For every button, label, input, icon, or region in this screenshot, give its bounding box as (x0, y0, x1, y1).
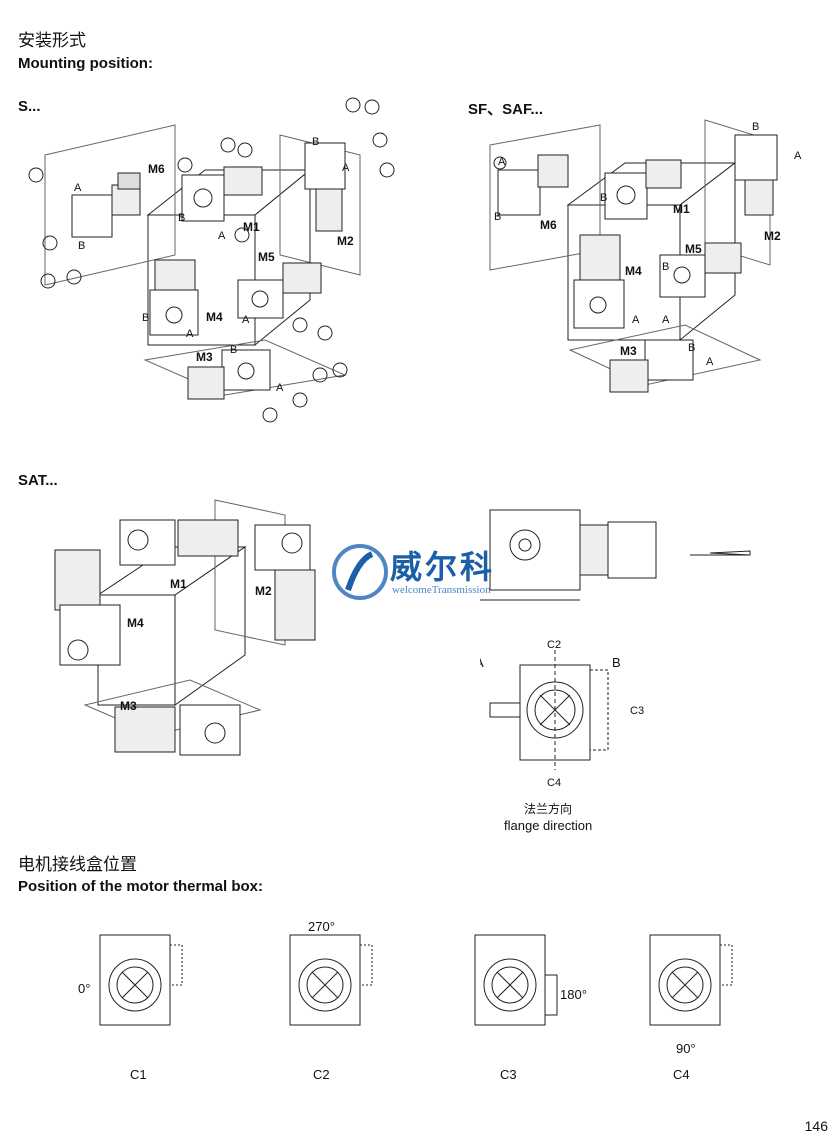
side-b: B (78, 240, 85, 252)
mounting-diagram-s: M6 M1 M2 M4 M5 M3 A B B A B A B A A B A (28, 97, 395, 423)
side-b: B (662, 261, 669, 273)
side-a: A (342, 162, 350, 174)
label-m5: M5 (258, 250, 275, 264)
thermal-label-c4: C4 (673, 1067, 690, 1082)
label-m4: M4 (625, 264, 642, 278)
page-title-cn: 安装形式 (18, 31, 86, 51)
mounting-diagram-sat: M1 M2 M3 M4 (54, 499, 316, 756)
mounting-diagram-sf: M6 M1 M2 M4 M5 M3 B A B B A A B A B A (489, 119, 802, 393)
label-m6: M6 (540, 218, 557, 232)
thermal-label-c2: C2 (313, 1067, 330, 1082)
section-label-s: S... (18, 98, 41, 115)
thermal-title-cn: 电机接线盒位置 (18, 855, 137, 875)
side-a: A (276, 382, 284, 394)
thermal-angle-c4: 90° (676, 1041, 696, 1056)
label-m5: M5 (685, 242, 702, 256)
side-a: A (794, 150, 802, 162)
side-b: B (494, 211, 501, 223)
side-b: B (142, 312, 149, 324)
label-m2: M2 (764, 229, 781, 243)
page-title-en: Mounting position: (18, 55, 153, 72)
side-a: A (662, 314, 670, 326)
flange-caption-en: flange direction (504, 818, 593, 833)
label-m2: M2 (337, 234, 354, 248)
side-a: A (632, 314, 640, 326)
flange-c2: C2 (547, 639, 561, 651)
brand-name-cn: 威尔科 (390, 548, 496, 586)
side-a: A (218, 230, 226, 242)
thermal-label-c3: C3 (500, 1067, 517, 1082)
thermal-angle-c1: 0° (78, 981, 90, 996)
side-b: B (178, 212, 185, 224)
label-m6: M6 (148, 162, 165, 176)
flange-caption-cn: 法兰方向 (524, 802, 573, 816)
section-label-sat: SAT... (18, 472, 58, 489)
label-m3: M3 (120, 699, 137, 713)
label-m3: M3 (196, 350, 213, 364)
label-m4: M4 (127, 616, 144, 630)
label-m2: M2 (255, 584, 272, 598)
thermal-angle-c3: 180° (560, 987, 587, 1002)
thermal-title-en: Position of the motor thermal box: (18, 878, 264, 895)
flange-diagram: A B C2 C1 C3 C4 (480, 509, 751, 789)
side-b: B (230, 344, 237, 356)
label-m4: M4 (206, 310, 223, 324)
flange-c4: C4 (547, 777, 561, 789)
section-label-sf: SF、SAF... (468, 101, 544, 118)
page-number: 146 (804, 1118, 828, 1134)
brand-watermark: 威尔科 welcomeTransmission (330, 540, 530, 610)
thermal-angle-c2: 270° (308, 919, 335, 934)
label-m1: M1 (243, 220, 260, 234)
side-b: B (688, 342, 695, 354)
label-m1: M1 (170, 577, 187, 591)
side-a: A (74, 182, 82, 194)
side-a: A (498, 156, 506, 168)
thermal-box-diagrams: 0° 270° 180° 90° C1 C2 C3 C4 (78, 919, 733, 1082)
brand-name-en: welcomeTransmission (392, 584, 491, 596)
side-b: B (312, 136, 319, 148)
label-m1: M1 (673, 202, 690, 216)
flange-c3: C3 (630, 705, 644, 717)
thermal-label-c1: C1 (130, 1067, 147, 1082)
flange-side-a: A (480, 655, 484, 670)
side-a: A (242, 314, 250, 326)
side-b: B (752, 121, 759, 133)
side-a: A (706, 356, 714, 368)
side-b: B (600, 192, 607, 204)
label-m3: M3 (620, 344, 637, 358)
side-a: A (186, 328, 194, 340)
brand-logo-icon (332, 544, 388, 600)
flange-side-b: B (612, 655, 621, 670)
